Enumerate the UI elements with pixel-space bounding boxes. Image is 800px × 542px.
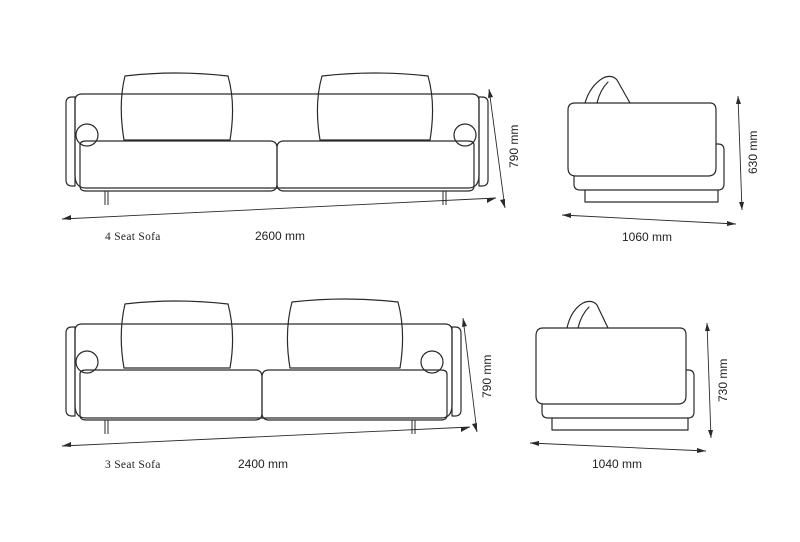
four-seat-width-dimension (61, 197, 497, 220)
four-seat-side-height-label: 630 mm (746, 131, 760, 174)
three-seat-height-dimension (462, 317, 478, 433)
four-seat-depth-label: 1060 mm (622, 230, 672, 244)
four-seat-height-dimension (488, 88, 506, 209)
four-seat-depth-dimension (561, 213, 737, 226)
four-seat-side-view (567, 75, 725, 203)
three-seat-height-label: 790 mm (480, 355, 494, 398)
four-seat-width-label: 2600 mm (255, 229, 305, 243)
four-seat-front-view (65, 72, 489, 205)
three-seat-width-dimension (61, 426, 471, 447)
three-seat-depth-dimension (529, 441, 707, 453)
four-seat-side-height-dimension (736, 95, 744, 211)
three-seat-side-height-dimension (705, 322, 713, 439)
three-seat-depth-label: 1040 mm (592, 457, 642, 471)
four-seat-name: 4 Seat Sofa (105, 231, 161, 243)
three-seat-front-view (65, 298, 462, 434)
four-seat-height-label: 790 mm (507, 125, 521, 168)
three-seat-side-view (535, 300, 695, 431)
three-seat-name: 3 Seat Sofa (105, 459, 161, 471)
three-seat-side-height-label: 730 mm (716, 359, 730, 402)
three-seat-width-label: 2400 mm (238, 457, 288, 471)
